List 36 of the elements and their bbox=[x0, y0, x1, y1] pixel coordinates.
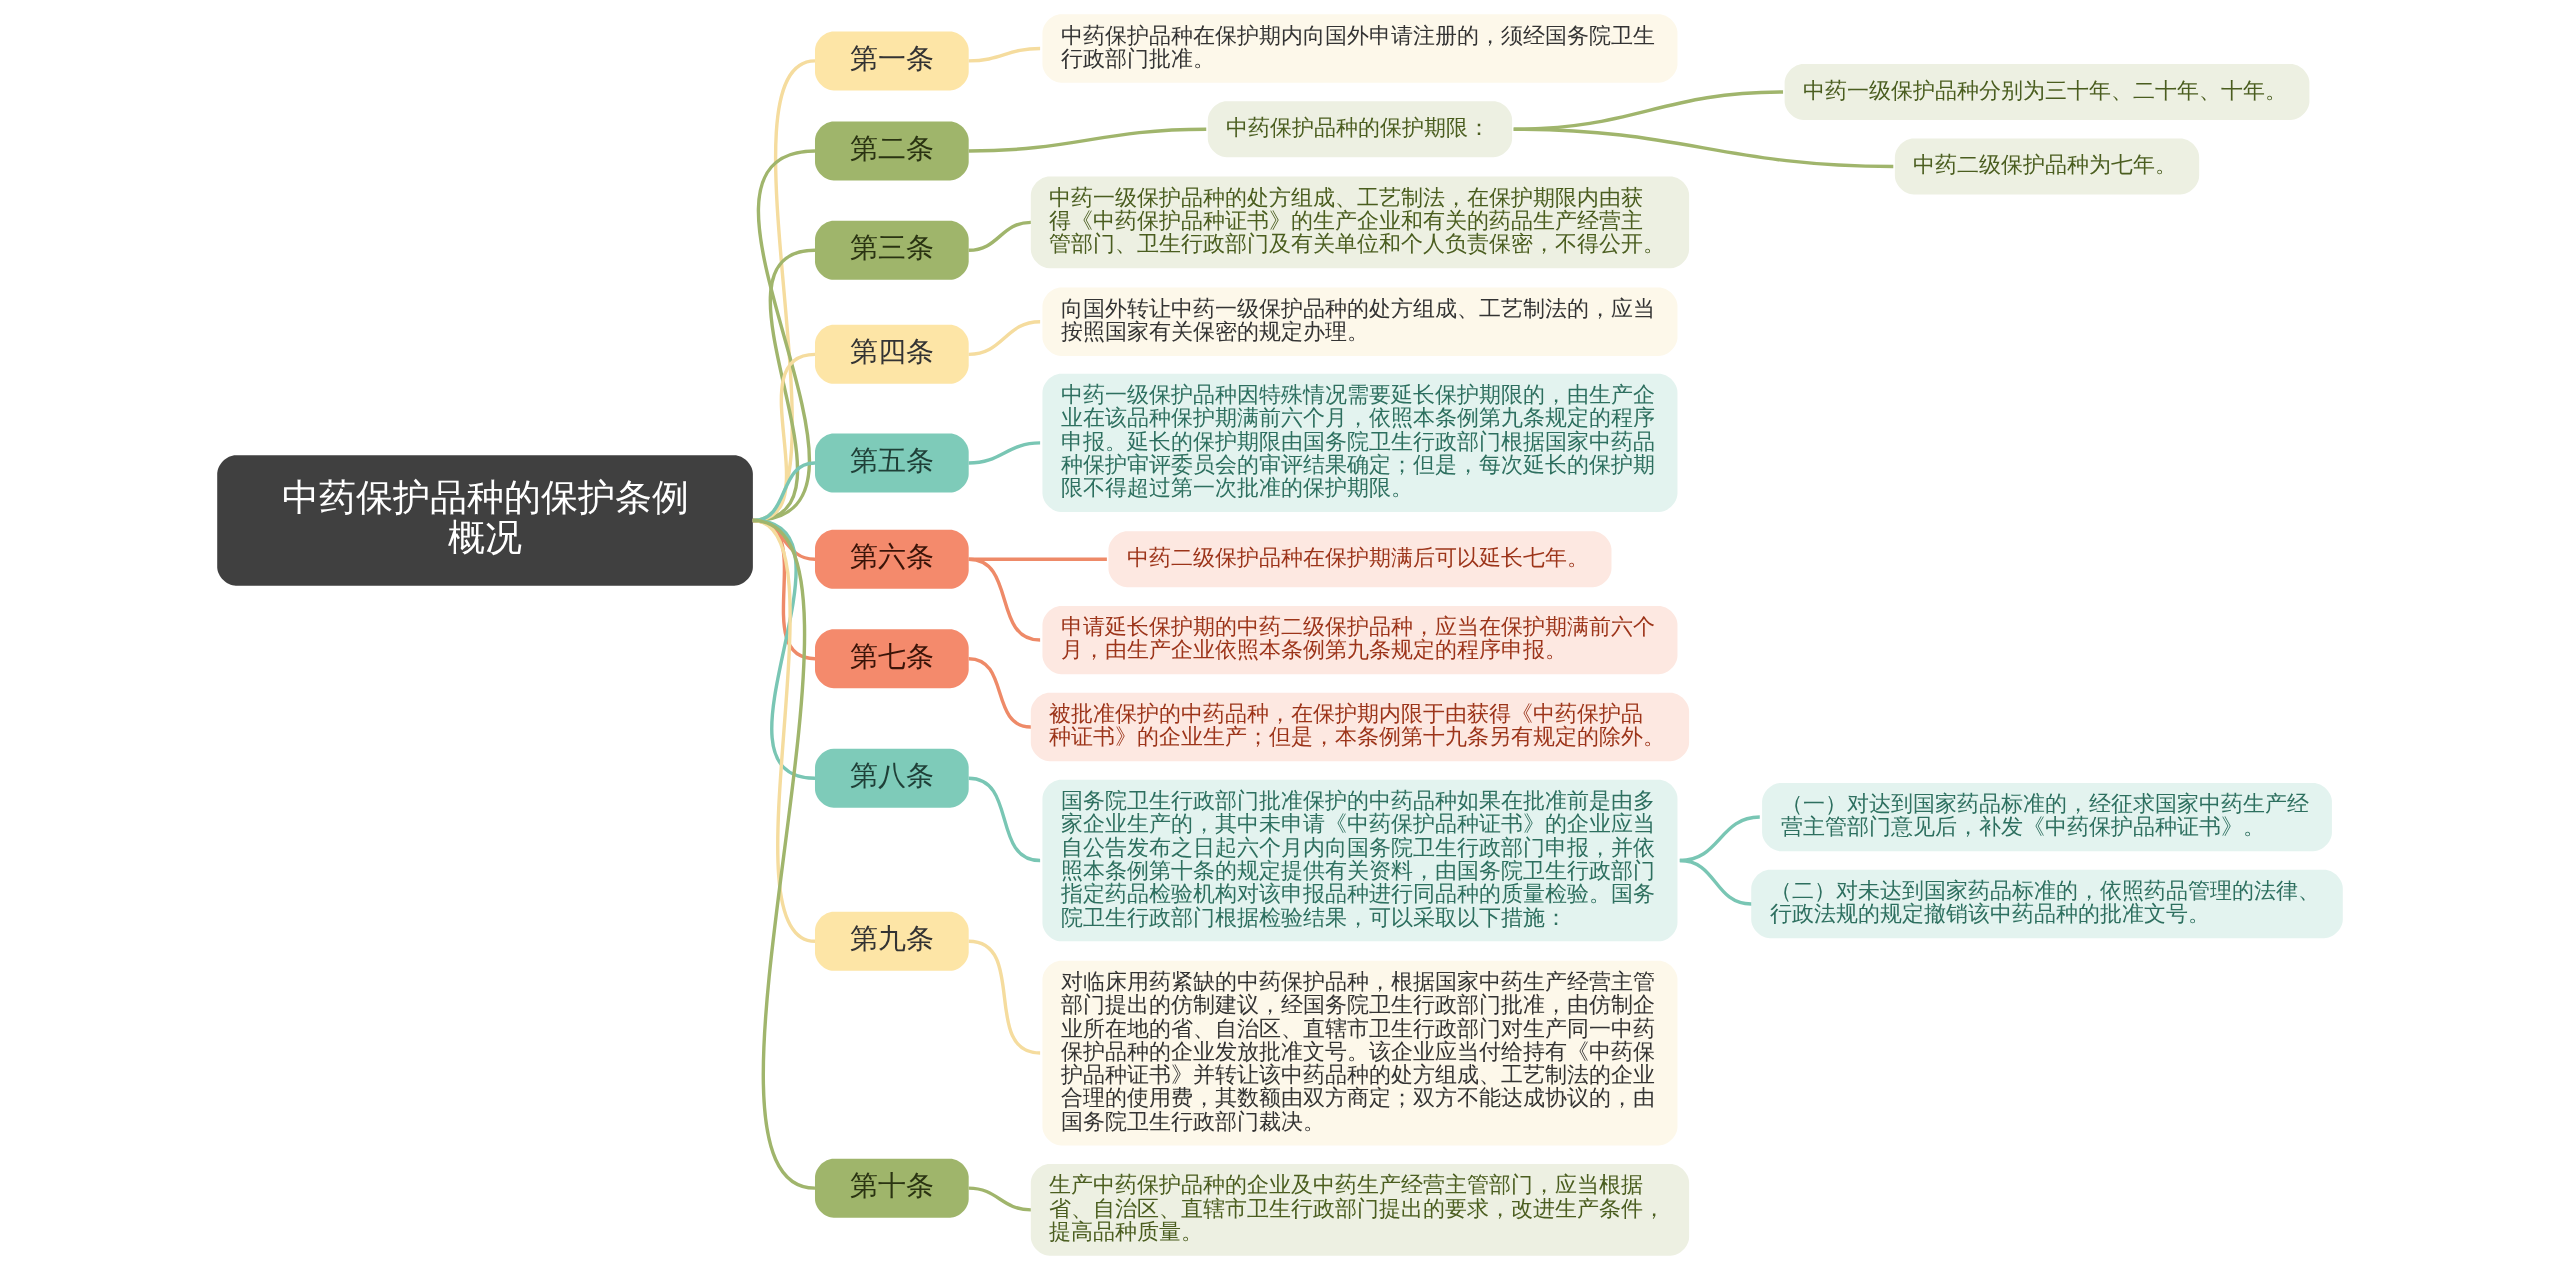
node-box: （一）对达到国家药品标准的，经征求国家中药生产经营主管部门意见后，补发《中药保护品种证书》。 bbox=[1762, 782, 2332, 852]
node-box: 中药一级保护品种的处方组成、工艺制法，在保护期限内由获得《中药保护品种证书》的生产企业和有关的药品生产经营主管部门、卫生行政部门及有关单位和个人负责保密，不得公开。 bbox=[1030, 176, 1690, 269]
connector bbox=[968, 939, 1041, 1055]
connector bbox=[1513, 90, 1784, 131]
node-box: 国务院卫生行政部门批准保护的中药品种如果在批准前是由多家企业生产的，其中未申请《中药保护品种证书》的企业应当自公告发布之日起六个月内向国务院卫生行政部门申报，并依照本条例第十条的规定提供有关资料，由国务院卫生行政部门指定药品检验机构对该申报品种进行同品种的质量检验。国务院卫生行政部门根据检验结果，可以采取以下措施： bbox=[1042, 779, 1678, 942]
node-box: 中药保护品种的保护期限： bbox=[1207, 101, 1513, 158]
node-box: 第八条 bbox=[815, 748, 969, 808]
node-box: 第九条 bbox=[815, 911, 969, 971]
connector bbox=[968, 220, 1031, 253]
connector bbox=[968, 441, 1041, 465]
connector bbox=[968, 127, 1207, 153]
connector bbox=[968, 1186, 1031, 1212]
connector bbox=[968, 776, 1041, 863]
connector bbox=[968, 557, 1041, 642]
node-box: 第十条 bbox=[815, 1158, 969, 1218]
node-box: 申请延长保护期的中药二级保护品种，应当在保护期满前六个月，由生产企业依照本条例第九条规定的程序申报。 bbox=[1042, 605, 1678, 675]
node-box: 生产中药保护品种的企业及中药生产经营主管部门，应当根据省、自治区、直辖市卫生行政部门提出的要求，改进生产条件，提高品种质量。 bbox=[1030, 1164, 1690, 1256]
node-box: 第四条 bbox=[815, 324, 969, 384]
node-box: 被批准保护的中药品种，在保护期内限于由获得《中药保护品种证书》的企业生产；但是，本条例第十九条另有规定的除外。 bbox=[1030, 692, 1690, 762]
node-box: 中药保护品种的保护条例概况 bbox=[217, 455, 753, 586]
connector bbox=[968, 320, 1041, 357]
node-box: 第二条 bbox=[815, 121, 969, 181]
node-box: 中药二级保护品种为七年。 bbox=[1894, 138, 2200, 195]
node-box: 中药二级保护品种在保护期满后可以延长七年。 bbox=[1108, 531, 1612, 588]
connector bbox=[1679, 858, 1752, 906]
node-box: 第一条 bbox=[815, 31, 969, 91]
node-box: 第三条 bbox=[815, 220, 969, 280]
connector bbox=[1513, 127, 1894, 169]
connector bbox=[968, 657, 1032, 729]
node-box: 中药一级保护品种因特殊情况需要延长保护期限的，由生产企业在该品种保护期满前六个月，依照本条例第九条规定的程序申报。延长的保护期限由国务院卫生行政部门根据国家中药品种保护审评委员会的审评结果确定；但是，每次延长的保护期限不得超过第一次批准的保护期限。 bbox=[1042, 373, 1678, 512]
node-box: 第七条 bbox=[815, 629, 969, 689]
node-box: 第五条 bbox=[815, 433, 969, 493]
node-box: 第六条 bbox=[815, 529, 969, 589]
node-box: 中药一级保护品种分别为三十年、二十年、十年。 bbox=[1784, 64, 2310, 120]
connector bbox=[968, 46, 1041, 63]
node-box: （二）对未达到国家药品标准的，依照药品管理的法律、行政法规的规定撤销该中药品种的批准文号。 bbox=[1751, 869, 2343, 939]
